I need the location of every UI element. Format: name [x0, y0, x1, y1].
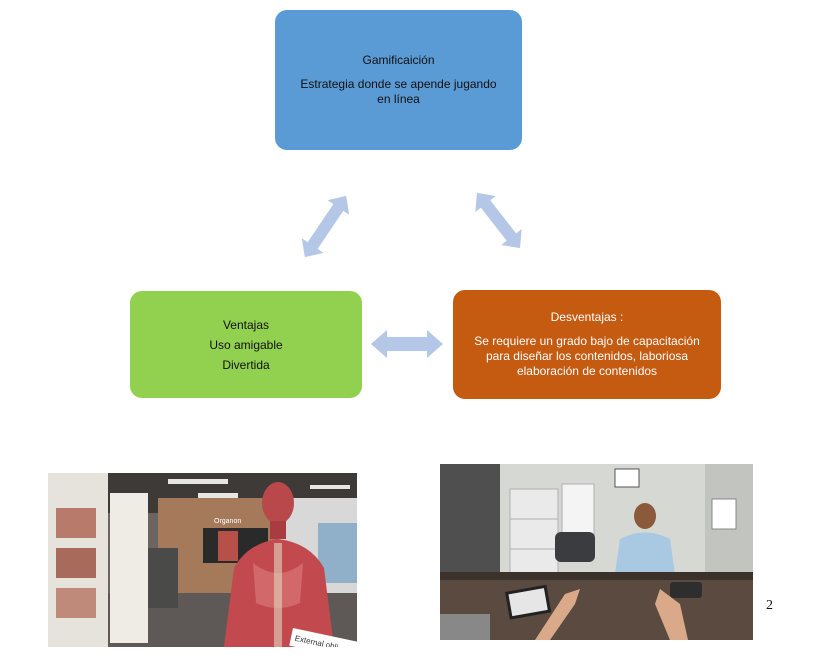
- vr-anatomy-image: Organon External obli: [48, 473, 357, 647]
- disadvantages-line1: Se requiere un grado bajo de capacitació…: [474, 334, 700, 348]
- page-number: 2: [766, 598, 773, 613]
- arrow-horizontal: [371, 330, 443, 358]
- arrow-top-left: [301, 195, 350, 258]
- disadvantages-box: Desventajas : Se requiere un grado bajo …: [453, 290, 721, 399]
- arrow-top-right: [475, 192, 522, 249]
- advantages-item-1: Uso amigable: [209, 337, 283, 352]
- gamification-box: Gamificaición Estrategia donde se apende…: [275, 10, 522, 150]
- advantages-item-2: Divertida: [222, 357, 270, 372]
- gamification-title: Gamificaición: [362, 53, 435, 67]
- clinic-simulation-image: [440, 464, 753, 640]
- advantages-title: Ventajas: [222, 317, 270, 332]
- advantages-box: Ventajas Uso amigable Divertida: [130, 291, 362, 398]
- gamification-description-line2: en línea: [377, 92, 420, 106]
- disadvantages-line3: elaboración de contenidos: [516, 364, 658, 378]
- disadvantages-line2: para diseñar los contenidos, laboriosa: [485, 349, 689, 363]
- disadvantages-title: Desventajas :: [550, 310, 624, 324]
- gamification-description-line1: Estrategia donde se apende jugando: [300, 77, 497, 91]
- organon-logo: Organon: [214, 518, 241, 525]
